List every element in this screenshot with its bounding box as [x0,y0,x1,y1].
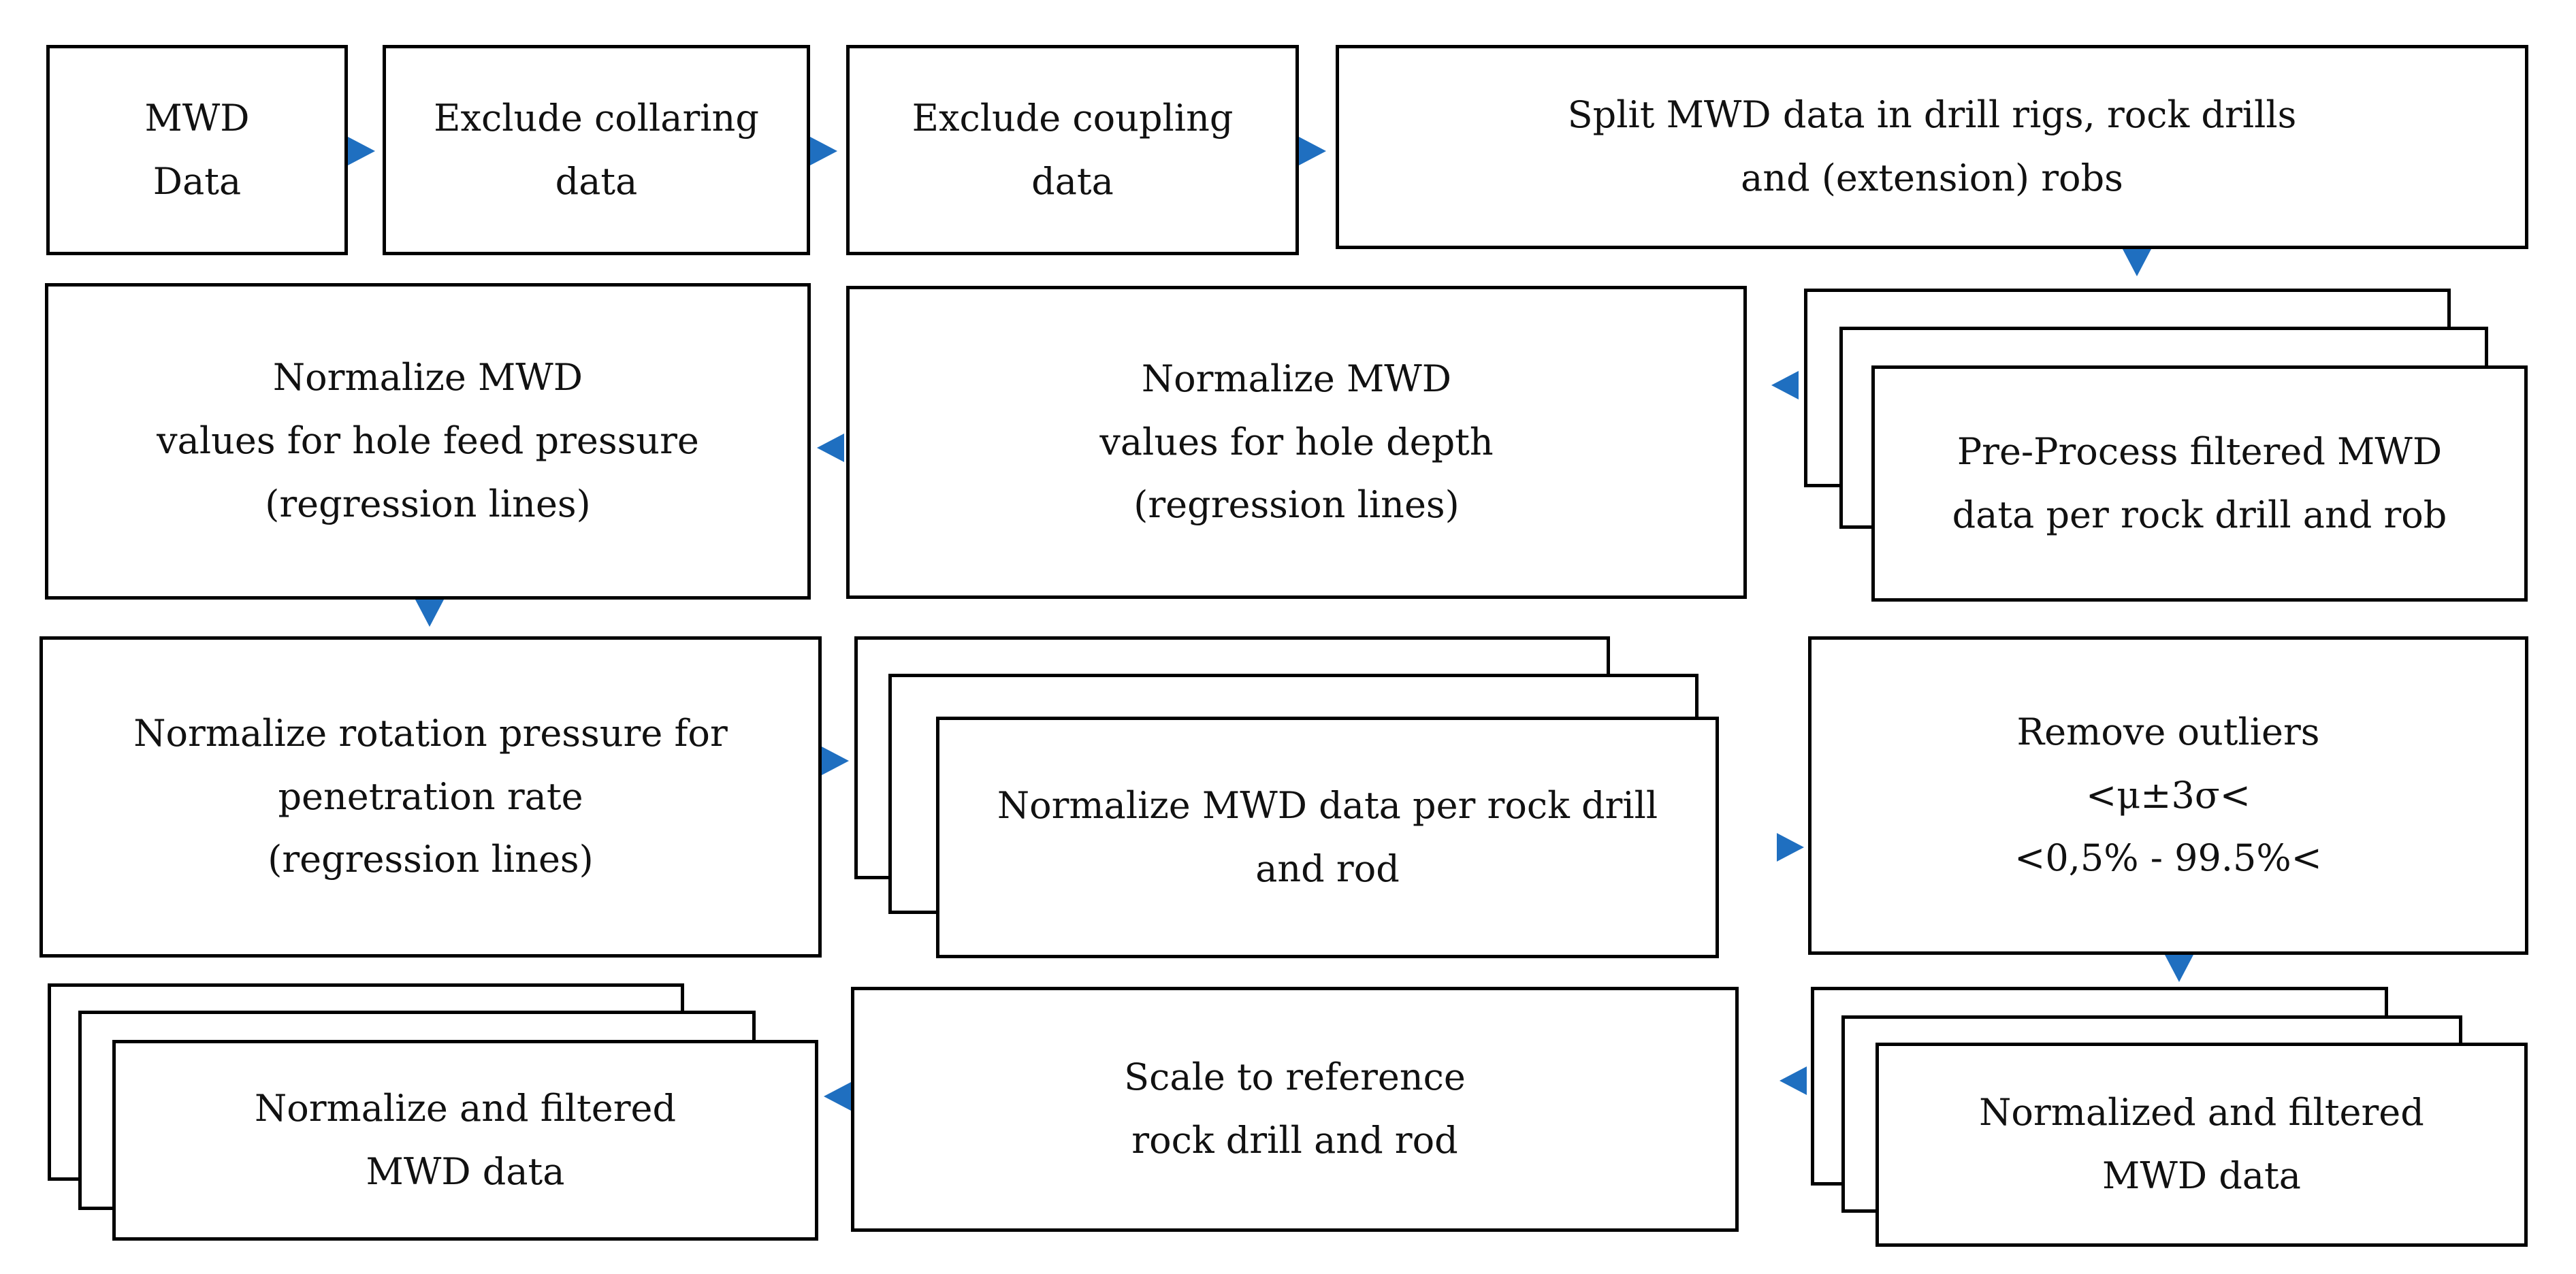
normalize-filtered-final-label: Normalize and filtered MWD data [116,1043,815,1237]
exclude-collaring-box: Exclude collaring data [383,45,810,255]
normalize-filtered-final-box: Normalize and filtered MWD data [112,1040,818,1241]
arrow-feed-to-rotation [415,600,444,627]
exclude-coupling-line-2: data [1031,159,1114,203]
normalize-depth-box: Normalize MWD values for hole depth (reg… [846,286,1747,599]
normalize-rotation-box: Normalize rotation pressure for penetrat… [39,636,822,958]
normalized-filtered-line-2: MWD data [2102,1154,2301,1197]
normalize-feed-label: Normalize MWD values for hole feed press… [48,287,807,596]
normalize-feed-line-2: values for hole feed pressure [157,419,699,463]
exclude-coupling-line-1: Exclude coupling [912,96,1234,140]
normalized-filtered-box: Normalized and filtered MWD data [1875,1043,2528,1247]
scale-reference-label: Scale to reference rock drill and rod [854,990,1735,1228]
arrow-outliers-to-normalized [2165,955,2193,982]
mwd-data-box: MWD Data [46,45,348,255]
scale-reference-line-2: rock drill and rod [1131,1119,1458,1162]
arrow-preprocess-to-depth [1771,371,1799,399]
remove-outliers-label: Remove outliers <μ±3σ< <0,5% - 99.5%< [1812,640,2525,951]
normalize-depth-line-1: Normalize MWD [1141,357,1452,400]
preprocess-line-1: Pre-Process filtered MWD [1957,429,2443,473]
normalize-rotation-line-2: penetration rate [278,774,583,818]
normalize-depth-line-3: (regression lines) [1133,483,1460,527]
arrow-depth-to-feed [817,434,844,462]
arrow-collaring-to-coupling [810,137,837,165]
normalize-filtered-final-line-1: Normalize and filtered [254,1086,677,1130]
exclude-collaring-label: Exclude collaring data [386,48,807,252]
remove-outliers-line-1: Remove outliers [2016,710,2320,753]
mwd-data-line-2: Data [152,159,242,203]
split-data-line-1: Split MWD data in drill rigs, rock drill… [1567,93,2297,137]
normalize-feed-line-1: Normalize MWD [272,356,583,399]
mwd-data-label: MWD Data [50,48,344,252]
normalize-feed-box: Normalize MWD values for hole feed press… [45,283,811,600]
remove-outliers-line-2: <μ±3σ< [2085,773,2251,817]
normalize-filtered-final-line-2: MWD data [366,1149,565,1193]
arrow-rotation-to-per-drill [822,747,849,775]
preprocess-box: Pre-Process filtered MWD data per rock d… [1871,365,2528,602]
normalize-rotation-line-1: Normalize rotation pressure for [133,711,728,755]
normalized-filtered-label: Normalized and filtered MWD data [1879,1046,2524,1243]
normalize-rotation-line-3: (regression lines) [268,838,594,881]
normalized-filtered-line-1: Normalized and filtered [1979,1091,2424,1134]
split-data-line-2: and (extension) robs [1741,157,2123,199]
split-data-box: Split MWD data in drill rigs, rock drill… [1336,45,2528,249]
normalize-depth-line-2: values for hole depth [1099,420,1494,463]
exclude-collaring-line-2: data [555,159,638,203]
preprocess-label: Pre-Process filtered MWD data per rock d… [1875,369,2524,598]
arrow-split-to-preprocess [2123,249,2151,276]
split-data-label: Split MWD data in drill rigs, rock drill… [1339,48,2525,246]
remove-outliers-line-3: <0,5% - 99.5%< [2014,836,2322,880]
arrow-coupling-to-split [1299,137,1326,165]
normalize-per-drill-label: Normalize MWD data per rock drill and ro… [939,720,1716,955]
normalize-feed-line-3: (regression lines) [265,482,591,525]
preprocess-line-2: data per rock drill and rob [1952,493,2447,536]
scale-reference-line-1: Scale to reference [1124,1056,1466,1099]
remove-outliers-box: Remove outliers <μ±3σ< <0,5% - 99.5%< [1808,636,2528,955]
exclude-coupling-box: Exclude coupling data [846,45,1299,255]
normalize-depth-label: Normalize MWD values for hole depth (reg… [850,289,1743,595]
arrow-normalized-to-scale [1780,1066,1807,1095]
arrow-mwd-to-collaring [348,137,375,165]
normalize-per-drill-line-2: and rod [1255,847,1400,890]
exclude-collaring-line-1: Exclude collaring [434,96,759,140]
scale-reference-box: Scale to reference rock drill and rod [851,987,1739,1232]
arrow-scale-to-final [824,1082,851,1111]
normalize-per-drill-line-1: Normalize MWD data per rock drill [997,783,1658,827]
exclude-coupling-label: Exclude coupling data [850,48,1295,252]
mwd-data-line-1: MWD [144,96,250,140]
normalize-per-drill-box: Normalize MWD data per rock drill and ro… [936,717,1719,958]
arrow-per-drill-to-outliers [1777,833,1804,862]
normalize-rotation-label: Normalize rotation pressure for penetrat… [43,640,818,954]
